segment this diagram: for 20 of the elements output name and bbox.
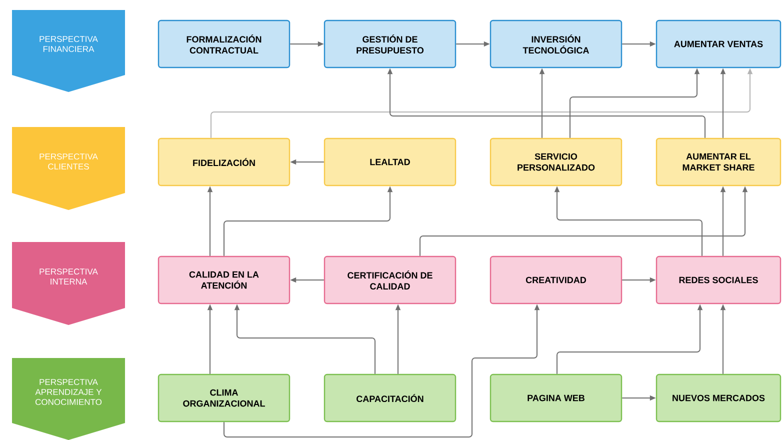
objective-box: AUMENTAR EL MARKET SHARE bbox=[656, 138, 782, 186]
perspective-banner: PERSPECTIVA APRENDIZAJE Y CONOCIMIENTO bbox=[12, 358, 125, 440]
objective-box: REDES SOCIALES bbox=[656, 256, 782, 304]
objective-box: CALIDAD EN LA ATENCIÓN bbox=[158, 256, 290, 304]
objective-box: SERVICIO PERSONALIZADO bbox=[490, 138, 622, 186]
objective-box: LEALTAD bbox=[324, 138, 456, 186]
perspective-banner: PERSPECTIVA FINANCIERA bbox=[12, 10, 125, 92]
objective-box: FORMALIZACIÓN CONTRACTUAL bbox=[158, 20, 290, 68]
objective-box: CLIMA ORGANIZACIONAL bbox=[158, 374, 290, 422]
objective-box: CAPACITACIÓN bbox=[324, 374, 456, 422]
perspective-banner: PERSPECTIVA INTERNA bbox=[12, 242, 125, 325]
objective-box: FIDELIZACIÓN bbox=[158, 138, 290, 186]
objective-box: NUEVOS MERCADOS bbox=[656, 374, 782, 422]
objective-box: CREATIVIDAD bbox=[490, 256, 622, 304]
objective-box: AUMENTAR VENTAS bbox=[656, 20, 782, 68]
objective-box: PAGINA WEB bbox=[490, 374, 622, 422]
objective-box: GESTIÓN DE PRESUPUESTO bbox=[324, 20, 456, 68]
perspective-banner: PERSPECTIVA CLIENTES bbox=[12, 127, 125, 210]
objective-box: CERTIFICACIÓN DE CALIDAD bbox=[324, 256, 456, 304]
objective-box: INVERSIÓN TECNOLÓGICA bbox=[490, 20, 622, 68]
